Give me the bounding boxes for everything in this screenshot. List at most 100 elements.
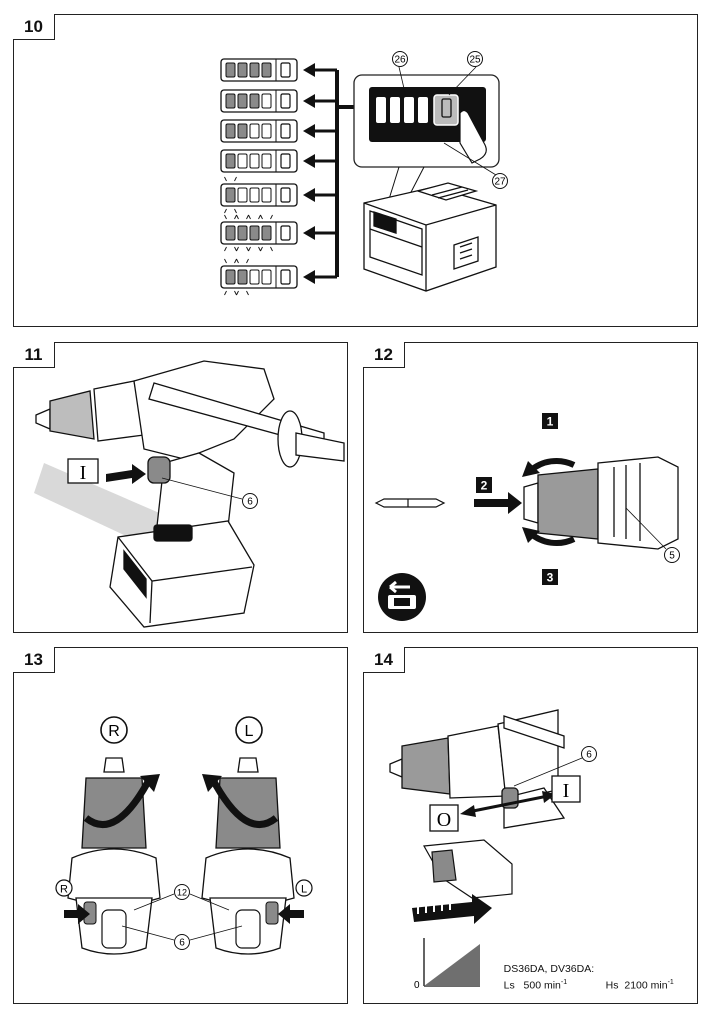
rotate-arrow-1 [528,458,576,474]
step-1-label: 1 [547,415,554,429]
lamp-lit [225,187,236,203]
lamp-lit [225,123,236,139]
speed-spec: DS36DA, DV36DA: Ls 500 min-1 [492,950,594,1006]
battery-icon [280,225,291,241]
battery-level-row [220,176,337,214]
level-arrow [303,124,315,138]
battery-level-row [220,119,337,143]
battery-icon [280,187,291,203]
rotate-left-symbol: L [245,723,254,740]
blink-rays [236,258,249,296]
lamp-off [261,269,272,285]
figure-10-panel: 10 26 [13,14,698,327]
speed-spec-hs: Hs 2100 min-1 [594,963,674,1006]
figure-number: 11 [13,342,55,368]
chuck [523,456,679,550]
level-arrow [303,188,315,202]
blink-rays [224,258,237,296]
switch-left-mark: L [301,884,307,896]
callout-5: 5 [669,551,675,562]
driver-bit [374,498,446,508]
push-arrow [106,464,146,484]
switch-on-box [67,458,99,484]
level-arrow [303,270,315,284]
battery-level-row [220,214,337,252]
lamp-lit [225,153,236,169]
figure-13-panel: 13 R L R L 12 6 [13,647,348,1004]
light-beam [34,463,164,549]
level-arrow [303,63,315,77]
callout-6: 6 [179,938,185,949]
speed-ramp [424,944,480,986]
battery-level-row [220,149,337,173]
figure-number: 12 [363,342,405,368]
switch-right-mark: R [60,884,68,896]
lamp-off [261,123,272,139]
lamp-lit [249,225,260,241]
battery-level-row [220,58,337,82]
callout-26: 26 [394,55,406,66]
battery-pack [363,182,497,292]
level-arrow [303,226,315,240]
lamp-lit [225,269,236,285]
battery-icon [441,98,452,118]
figure-14-panel: 14 I O 6 [363,647,698,1004]
figure-11-panel: 11 I [13,342,348,633]
lamp-lit [237,269,248,285]
speed-ramp-graph: 0 [414,938,480,991]
switch-lock-diagram: I 6 [34,360,345,628]
callout-27: 27 [494,177,506,188]
callout-25: 25 [469,55,481,66]
battery-icon [280,269,291,285]
direction-switch [265,901,279,925]
hs-label: Hs [605,979,619,992]
lamp-off [261,93,272,109]
blink-rays [248,214,261,252]
switch-on-label: I [563,780,570,802]
insert-arrow [474,492,522,514]
step-3-box [542,569,558,585]
figure-number: 10 [13,14,55,40]
pressure-arrow [412,894,492,924]
step-2-label: 2 [481,479,488,493]
rotation-symbols: R L R L [55,716,313,897]
lamp-lit [261,62,272,78]
battery-icon [280,153,291,169]
drill-body [35,360,345,628]
battery-level-rows [220,58,337,296]
lamp-off [237,187,248,203]
switch-on-label: I [80,462,87,484]
lamp-lit [225,225,236,241]
battery-indicator-diagram: 26 25 27 [220,51,508,296]
finger-icon [459,109,487,164]
callout-6: 6 [586,750,592,761]
lamp-lit [225,93,236,109]
drill-front-right [67,757,161,955]
blink-rays [224,176,237,214]
rotation-direction-diagram: R L R L 12 6 [55,716,313,955]
figure-number: 13 [13,647,55,673]
trigger-closeup [423,839,513,899]
ls-unit-exp: -1 [560,979,568,986]
speed-control-diagram: I O 6 0 [389,709,597,991]
level-arrow [303,94,315,108]
rotation-arrow [83,776,154,828]
ls-value: 500 min [523,979,561,992]
lamp-lit [249,93,260,109]
battery-level-row [220,258,337,296]
hs-value: 2100 min [624,979,668,992]
lamp-off [249,269,260,285]
callout-6: 6 [247,497,253,508]
lamp-lit [237,123,248,139]
battery-icon [280,62,291,78]
step-1-box [542,413,558,429]
lamp-off [249,123,260,139]
lamp-lit [237,225,248,241]
step-2-box [476,477,492,493]
battery-icon [280,93,291,109]
lamp-lit [249,62,260,78]
remove-battery-icon [378,573,426,621]
battery-level-row [220,89,337,113]
ls-label: Ls [503,979,515,992]
switch-off-box [429,804,459,832]
